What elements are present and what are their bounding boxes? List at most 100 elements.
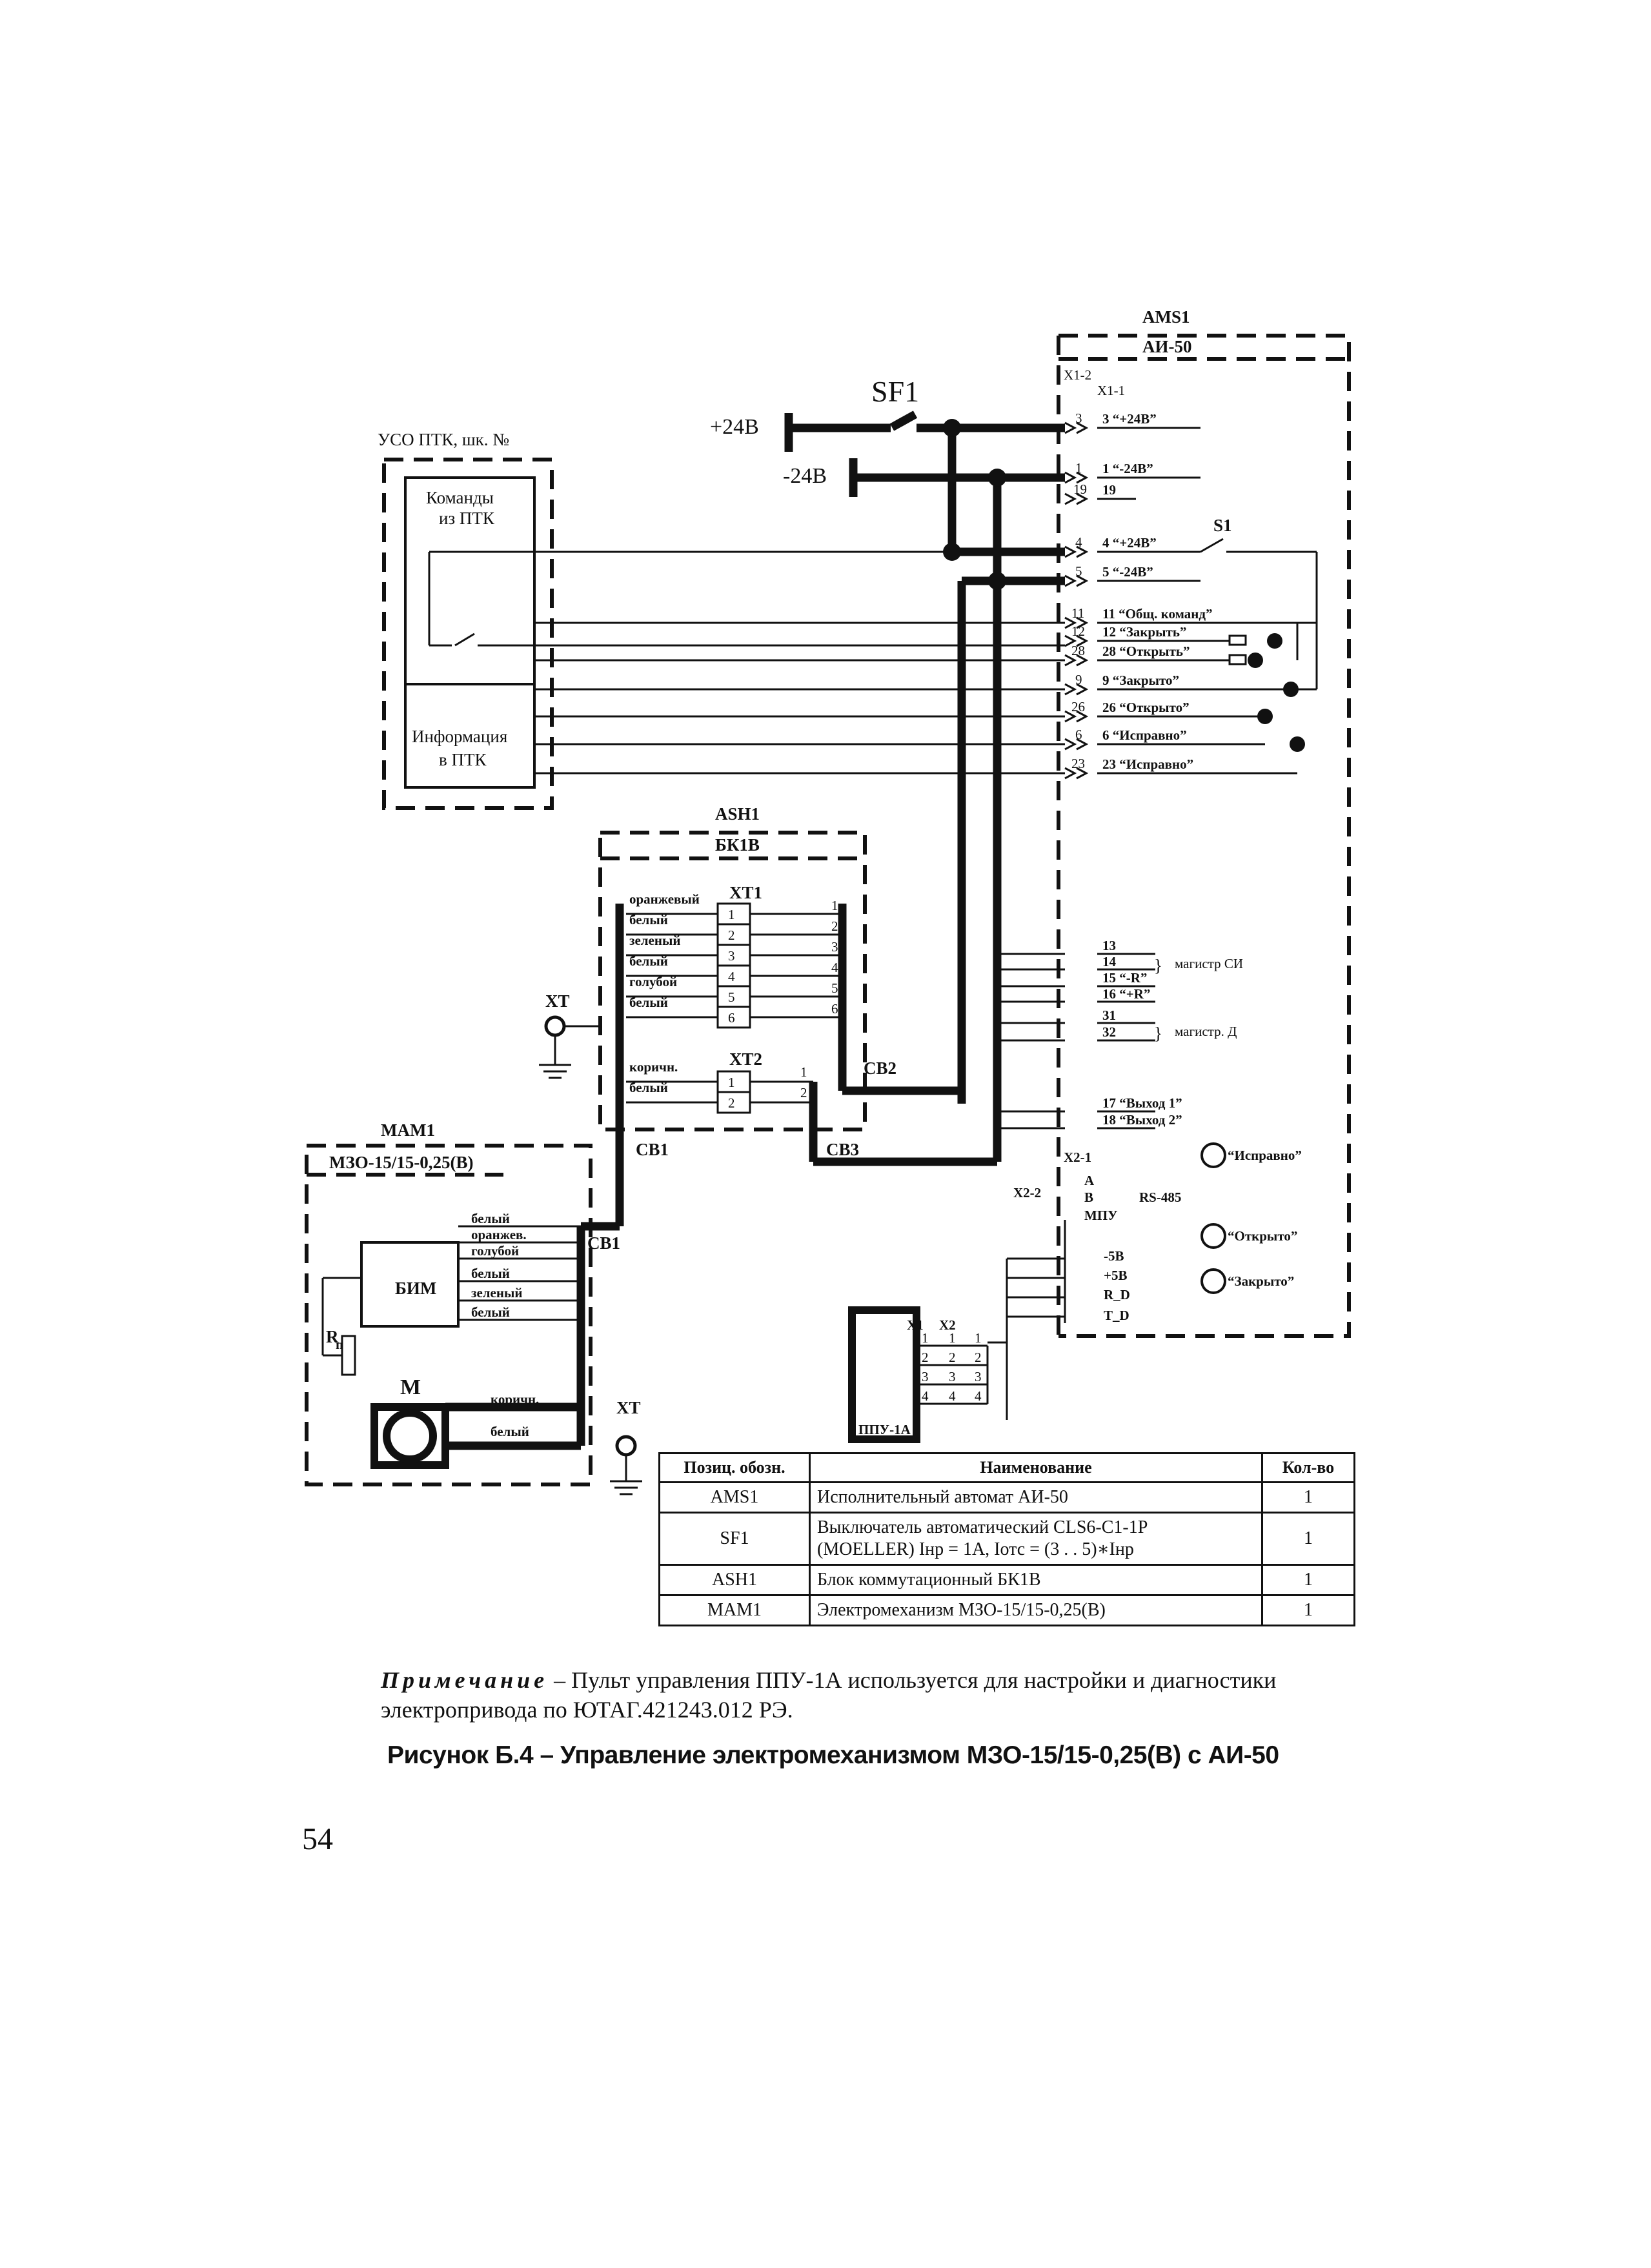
mam-color-5: зеленый bbox=[471, 1285, 522, 1301]
table-row: ASH1 Блок коммутационный БК1В 1 bbox=[658, 1564, 1355, 1596]
svg-text:2: 2 bbox=[800, 1085, 807, 1100]
figure-caption: Рисунок Б.4 – Управление электромеханизм… bbox=[387, 1741, 1279, 1769]
mam-color-6: белый bbox=[471, 1304, 510, 1320]
ams1-block: AMS1 АИ-50 X1-2 X1-1 bbox=[1057, 307, 1351, 1338]
cmd-line1: Команды bbox=[426, 488, 494, 507]
table-cell-qty: 1 bbox=[1261, 1481, 1355, 1514]
x12-label: X1-2 bbox=[1064, 367, 1091, 383]
x2-terminals: X2-1 X2-2 A B RS-485 МПУ -5В +5В R_D T_D bbox=[988, 1142, 1302, 1420]
x2-rs485: RS-485 bbox=[1139, 1190, 1181, 1205]
bim-label: БИМ bbox=[395, 1279, 436, 1298]
svg-text:3: 3 bbox=[1075, 410, 1082, 426]
table-cell-pos: MAM1 bbox=[658, 1594, 811, 1626]
svg-text:3: 3 bbox=[975, 1369, 982, 1384]
x1-lower-terminals: 13 14 15 “-R” 16 “+R” 31 32 17 “Выход 1”… bbox=[997, 938, 1243, 1129]
svg-text:1: 1 bbox=[728, 1075, 735, 1090]
wire-color-7: коричн. bbox=[629, 1059, 678, 1075]
note-paragraph: Примечание – Пульт управления ППУ-1А исп… bbox=[381, 1665, 1349, 1725]
sig-32: 32 bbox=[1102, 1024, 1116, 1040]
page-number: 54 bbox=[302, 1822, 333, 1856]
table-row: AMS1 Исполнительный автомат АИ-50 1 bbox=[658, 1481, 1355, 1514]
x2-a: A bbox=[1084, 1173, 1095, 1188]
svg-text:6: 6 bbox=[1075, 727, 1082, 742]
led-icon bbox=[1200, 1142, 1226, 1294]
sig-15: 15 “-R” bbox=[1102, 970, 1147, 986]
table-cell-qty: 1 bbox=[1261, 1512, 1355, 1566]
svg-text:2: 2 bbox=[728, 927, 735, 943]
sig-3: 3 “+24В” bbox=[1102, 411, 1157, 427]
svg-text:19: 19 bbox=[1073, 481, 1087, 497]
mam-color-3: голубой bbox=[471, 1243, 519, 1259]
svg-text:2: 2 bbox=[922, 1350, 929, 1365]
ppu-x2: X2 bbox=[939, 1317, 956, 1333]
x11-label: X1-1 bbox=[1097, 383, 1125, 398]
svg-text:3: 3 bbox=[922, 1369, 929, 1384]
x2-mpu: МПУ bbox=[1084, 1208, 1118, 1223]
cmd-line2: из ПТК bbox=[439, 509, 495, 528]
mam1-type: МЗО-15/15-0,25(В) bbox=[329, 1153, 473, 1172]
magistr-si-label: магистр СИ bbox=[1175, 956, 1243, 971]
ash1-block: ASH1 БК1В XT1 XT2 123 456 12 123 456 12 … bbox=[598, 804, 867, 1226]
svg-text:1: 1 bbox=[975, 1330, 982, 1346]
ppu-x1: X1 bbox=[907, 1317, 924, 1333]
ams1-type: АИ-50 bbox=[1142, 337, 1192, 356]
xt1-label: XT1 bbox=[729, 883, 762, 902]
ppu-name: ППУ-1А bbox=[858, 1422, 911, 1437]
svg-text:6: 6 bbox=[728, 1010, 735, 1026]
svg-text:1: 1 bbox=[800, 1064, 807, 1080]
svg-text:1: 1 bbox=[728, 907, 735, 922]
info-line1: Информация bbox=[412, 727, 507, 746]
mam-color-4: белый bbox=[471, 1266, 510, 1281]
table-header-qty: Кол-во bbox=[1261, 1452, 1355, 1483]
table-cell-name: Блок коммутационный БК1В bbox=[809, 1564, 1263, 1596]
sig-17: 17 “Выход 1” bbox=[1102, 1095, 1182, 1111]
svg-text:1: 1 bbox=[1075, 460, 1082, 476]
rp-sub: п bbox=[336, 1337, 343, 1352]
rp-label: R bbox=[326, 1327, 339, 1346]
minus24-label: -24В bbox=[783, 464, 827, 488]
sig-14: 14 bbox=[1102, 954, 1117, 969]
table-cell-name: Исполнительный автомат АИ-50 bbox=[809, 1481, 1263, 1514]
table-cell-pos: ASH1 bbox=[658, 1564, 811, 1596]
note-lead: Примечание bbox=[381, 1667, 549, 1693]
info-line2: в ПТК bbox=[439, 750, 487, 769]
ams1-id: AMS1 bbox=[1142, 307, 1190, 327]
table-cell-qty: 1 bbox=[1261, 1594, 1355, 1626]
sig-23: 23 “Исправно” bbox=[1102, 756, 1193, 772]
magistr-d-label: магистр. Д bbox=[1175, 1024, 1237, 1039]
sig-6: 6 “Исправно” bbox=[1102, 727, 1187, 743]
svg-text:3: 3 bbox=[728, 948, 735, 964]
plus24-label: +24В bbox=[710, 415, 759, 439]
sig-5: 5 “-24В” bbox=[1102, 564, 1153, 580]
parts-table: Позиц. обозн. Наименование Кол-во AMS1 И… bbox=[658, 1452, 1355, 1626]
power-section: +24В -24В SF1 bbox=[710, 375, 1065, 1104]
svg-text:2: 2 bbox=[831, 918, 838, 934]
table-cell-qty: 1 bbox=[1261, 1564, 1355, 1596]
cb2-label: CB2 bbox=[864, 1058, 896, 1078]
svg-text:3: 3 bbox=[831, 939, 838, 955]
table-cell-name-line1: Выключатель автоматический CLS6-C1-1P bbox=[817, 1517, 1148, 1537]
svg-text:23: 23 bbox=[1071, 756, 1085, 771]
svg-text:5: 5 bbox=[831, 980, 838, 996]
sig-12: 12 “Закрыть” bbox=[1102, 624, 1186, 640]
sig-9: 9 “Закрыто” bbox=[1102, 673, 1179, 688]
svg-text:4: 4 bbox=[831, 960, 838, 975]
x2-b: B bbox=[1084, 1190, 1093, 1205]
junction-dot bbox=[943, 419, 961, 437]
sig-26: 26 “Открыто” bbox=[1102, 700, 1190, 715]
svg-text:2: 2 bbox=[728, 1095, 735, 1111]
sig-18: 18 “Выход 2” bbox=[1102, 1112, 1182, 1128]
sig-13: 13 bbox=[1102, 938, 1116, 953]
mam1-id: MAM1 bbox=[381, 1120, 435, 1140]
sig-11: 11 “Общ. команд” bbox=[1102, 606, 1212, 622]
table-header-name: Наименование bbox=[809, 1452, 1263, 1483]
ground-label-lower: XT bbox=[616, 1398, 641, 1417]
mam-color-2: оранжев. bbox=[471, 1227, 527, 1242]
led-closed: “Закрыто” bbox=[1228, 1273, 1294, 1289]
wire-color-1: оранжевый bbox=[629, 891, 700, 907]
svg-text:9: 9 bbox=[1075, 672, 1082, 687]
svg-text:2: 2 bbox=[949, 1350, 956, 1365]
cb3-label: CB3 bbox=[826, 1140, 859, 1159]
lamp-icon bbox=[1228, 633, 1305, 752]
